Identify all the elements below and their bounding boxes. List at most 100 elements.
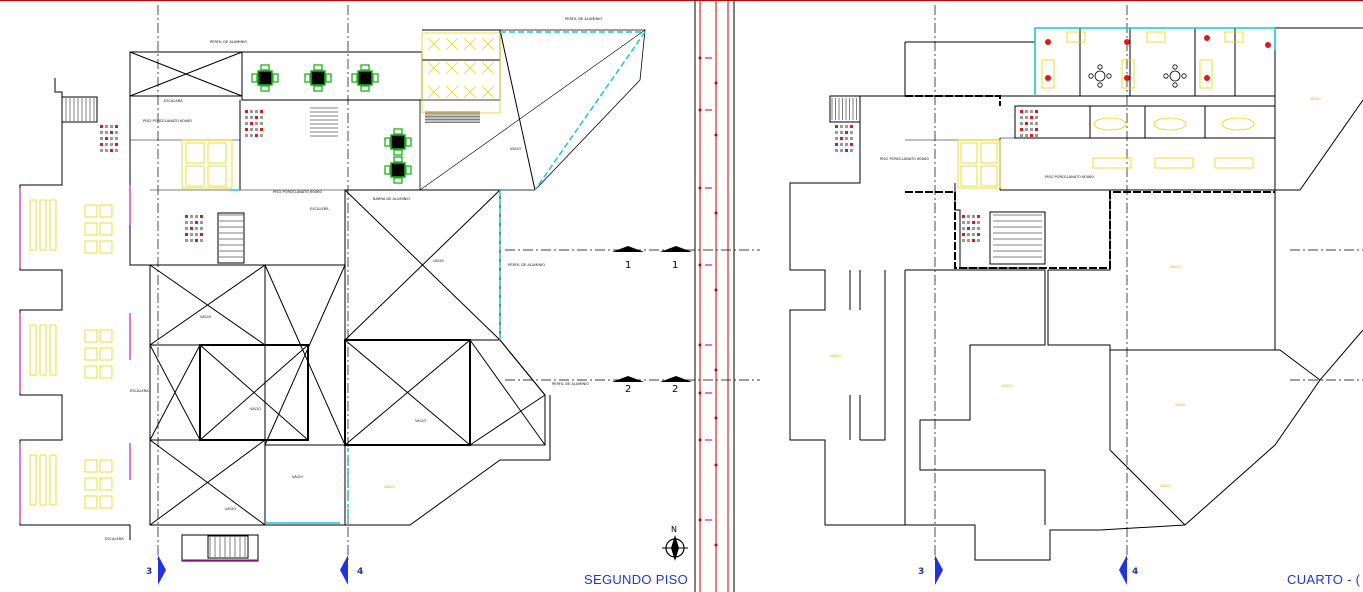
chair xyxy=(405,165,412,175)
axis-dot xyxy=(698,438,702,442)
grid-fixture xyxy=(110,143,113,146)
red-fixture xyxy=(1204,35,1210,41)
grid-fixture xyxy=(1035,134,1038,137)
note-yellow-7: VACIO xyxy=(1310,97,1321,101)
desk-row xyxy=(39,454,47,506)
grid-fixture xyxy=(962,215,965,218)
magenta-partitions xyxy=(19,185,258,561)
thick-outline-right xyxy=(905,95,1275,269)
chair xyxy=(351,73,358,83)
dining-table xyxy=(390,134,406,150)
office-desk xyxy=(1199,59,1213,89)
grid-fixture xyxy=(972,215,975,218)
note-barra: BARRA DE ALUMINIO xyxy=(373,197,410,201)
grid-fixture xyxy=(255,116,258,119)
axis-dot xyxy=(698,186,702,190)
grid-fixture xyxy=(195,239,198,242)
office-desk xyxy=(1041,59,1055,89)
grid-fixture xyxy=(1035,128,1038,131)
chair xyxy=(313,85,323,92)
chair xyxy=(313,64,323,71)
chair xyxy=(325,73,332,83)
axis-marker-4-right: 4 xyxy=(1132,567,1138,577)
grid-fixture xyxy=(260,110,263,113)
grid-fixture xyxy=(1025,110,1028,113)
chair xyxy=(360,64,370,71)
note-piso-4: PISO PORCELANATO 60X60 xyxy=(1045,175,1094,179)
note-perfil-3: PERFIL DE ALUMINIO xyxy=(552,382,589,386)
desk xyxy=(99,240,113,254)
red-fixture xyxy=(1124,75,1130,81)
grid-fixture xyxy=(962,233,965,236)
note-yellow-6: VACIO xyxy=(1160,484,1171,488)
grid-fixture xyxy=(105,143,108,146)
chair xyxy=(360,85,370,92)
desk xyxy=(84,477,98,491)
grid-fixture xyxy=(850,137,853,140)
grid-fixture xyxy=(200,215,203,218)
axis-dot xyxy=(698,56,702,60)
section-label-2b: 2 xyxy=(672,384,678,395)
grid-fixture xyxy=(850,125,853,128)
note-vacio-1: VACIO xyxy=(200,315,211,319)
grid-fixture xyxy=(845,125,848,128)
grid-fixture xyxy=(962,221,965,224)
grid-fixture xyxy=(100,131,103,134)
desk xyxy=(99,329,113,343)
grid-fixture xyxy=(195,221,198,224)
axis-grid-dots xyxy=(698,56,718,547)
note-vacio-5: VACIO xyxy=(415,419,426,423)
chair-mark xyxy=(481,61,495,75)
grid-fixture xyxy=(255,122,258,125)
chair xyxy=(1097,82,1103,88)
red-fixture xyxy=(1045,75,1051,81)
central-axis-band xyxy=(694,0,735,592)
axis-dot xyxy=(714,133,718,137)
grid-fixture xyxy=(967,239,970,242)
grid-fixture xyxy=(977,227,980,230)
note-yellow-4: VACIO xyxy=(1170,265,1181,269)
chair-mark xyxy=(445,61,459,75)
grid-fixture xyxy=(185,233,188,236)
axis-dot xyxy=(714,463,718,467)
grid-fixture xyxy=(250,116,253,119)
desk xyxy=(84,365,98,379)
office-desk xyxy=(1224,31,1244,43)
note-perfil-1: PERFIL DE ALUMINIO xyxy=(210,40,247,44)
grid-fixture xyxy=(190,221,193,224)
grid-fixture xyxy=(977,221,980,224)
grid-fixture xyxy=(190,227,193,230)
grid-fixture xyxy=(190,239,193,242)
grid-fixture xyxy=(1020,122,1023,125)
grid-fixture xyxy=(835,131,838,134)
grid-fixture xyxy=(110,125,113,128)
red-fixture xyxy=(1124,39,1130,45)
note-vacio-6: VACIO xyxy=(510,147,521,151)
axis-dot xyxy=(698,263,702,267)
grid-fixture xyxy=(115,131,118,134)
chair xyxy=(1181,73,1187,79)
grid-fixture xyxy=(835,143,838,146)
grid-fixture xyxy=(1030,122,1033,125)
grid-fixture xyxy=(972,227,975,230)
grid-fixture xyxy=(1030,134,1033,137)
axis-markers-bottom: 3 4 3 4 xyxy=(146,555,1138,585)
axis-dot xyxy=(714,288,718,292)
note-escalera-3: ESCALERA xyxy=(105,537,124,541)
grid-fixture xyxy=(962,227,965,230)
grid-fixture xyxy=(255,110,258,113)
axis-dot xyxy=(698,343,702,347)
red-fixture xyxy=(1265,42,1271,48)
grid-fixture xyxy=(255,134,258,137)
grid-fixture xyxy=(1020,128,1023,131)
chair xyxy=(405,137,412,147)
note-perfil-4: PERFIL DE ALUMINIO xyxy=(565,17,602,21)
axis-marker-4-left: 4 xyxy=(357,567,363,577)
grid-fixture xyxy=(185,239,188,242)
axis-dot xyxy=(714,543,718,547)
grid-fixture xyxy=(840,131,843,134)
note-vacio-7: VACIO xyxy=(292,475,303,479)
grid-fixture xyxy=(1025,134,1028,137)
chair xyxy=(393,177,403,184)
chair xyxy=(384,137,391,147)
